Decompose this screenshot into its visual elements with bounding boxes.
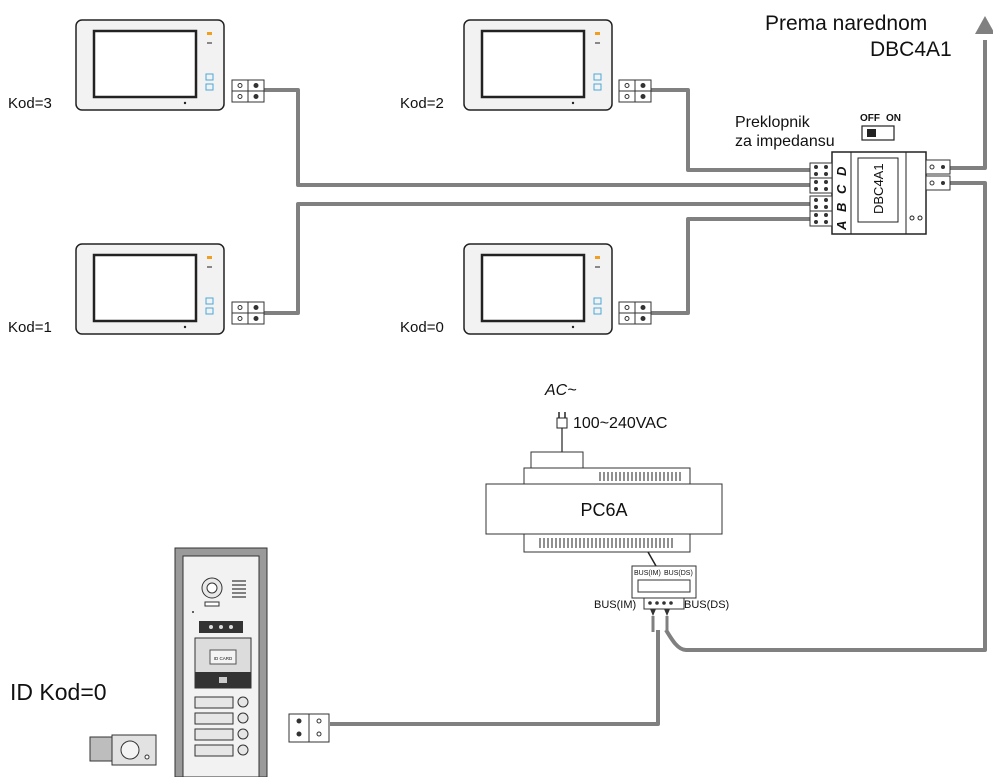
wire-kod2: [650, 88, 810, 172]
distributor-port-b: B: [834, 203, 849, 212]
terminal-kod1: [231, 301, 265, 325]
monitor-kod3: [75, 19, 225, 111]
bus-ds-small-label: BUS(DS): [664, 570, 693, 577]
door-station-terminal: [288, 713, 330, 743]
distributor-name: DBC4A1: [871, 163, 886, 214]
arrow-up-icon: [975, 16, 993, 34]
bus-terminal-block: [631, 565, 697, 632]
name-plate-buttons: [194, 696, 249, 757]
switch-off-label: OFF: [860, 113, 880, 124]
wiring: [263, 40, 987, 726]
door-station: [174, 547, 268, 777]
distributor-port-c: C: [834, 184, 849, 194]
wire-kod1: [263, 202, 810, 315]
switch-label-line1: Preklopnik: [735, 114, 811, 131]
card-reader: [194, 637, 252, 689]
power-ac-label: AC~: [544, 382, 577, 399]
bus-im-small-label: BUS(IM): [634, 570, 661, 577]
wire-door: [330, 630, 660, 726]
terminal-kod0: [618, 301, 652, 325]
monitor-code-label: Kod=0: [400, 319, 444, 336]
speaker-grille-icon: [232, 580, 246, 598]
monitor-kod2: [463, 19, 613, 111]
monitor-code-label: Kod=3: [8, 95, 52, 112]
card-reader-text: ID CARD: [214, 656, 233, 661]
wire-to-next: [950, 40, 987, 170]
next-device-line1: Prema narednom: [765, 12, 927, 35]
impedance-switch-icon: [861, 125, 895, 141]
terminal-kod3: [231, 79, 265, 103]
door-station-code: ID Kod=0: [10, 679, 107, 705]
distributor-output-terminals: [925, 159, 951, 191]
wire-kod3: [263, 88, 810, 187]
distributor-port-a: A: [834, 221, 849, 231]
distributor-dbc4a1: [809, 151, 951, 235]
terminal-kod2: [618, 79, 652, 103]
bus-ds-label: BUS(DS): [684, 599, 729, 611]
distributor-input-terminals: [809, 162, 833, 227]
monitor-code-label: Kod=1: [8, 319, 52, 336]
electric-lock-icon: [89, 734, 157, 766]
wire-to-power: [664, 181, 987, 652]
monitor-kod1: [75, 243, 225, 335]
power-supply-name: PC6A: [580, 500, 627, 520]
wire-kod0: [650, 217, 810, 315]
power-voltage-label: 100~240VAC: [573, 415, 667, 432]
power-supply-pc6a: [485, 451, 723, 567]
camera-icon: [201, 577, 223, 599]
bus-im-label: BUS(IM): [594, 599, 636, 611]
monitor-kod0: [463, 243, 613, 335]
distributor-port-d: D: [834, 166, 849, 176]
monitor-code-label: Kod=2: [400, 95, 444, 112]
switch-on-label: ON: [886, 113, 901, 124]
switch-label-line2: za impedansu: [735, 133, 835, 150]
plug-icon: [556, 412, 568, 452]
next-device-line2: DBC4A1: [870, 38, 952, 61]
